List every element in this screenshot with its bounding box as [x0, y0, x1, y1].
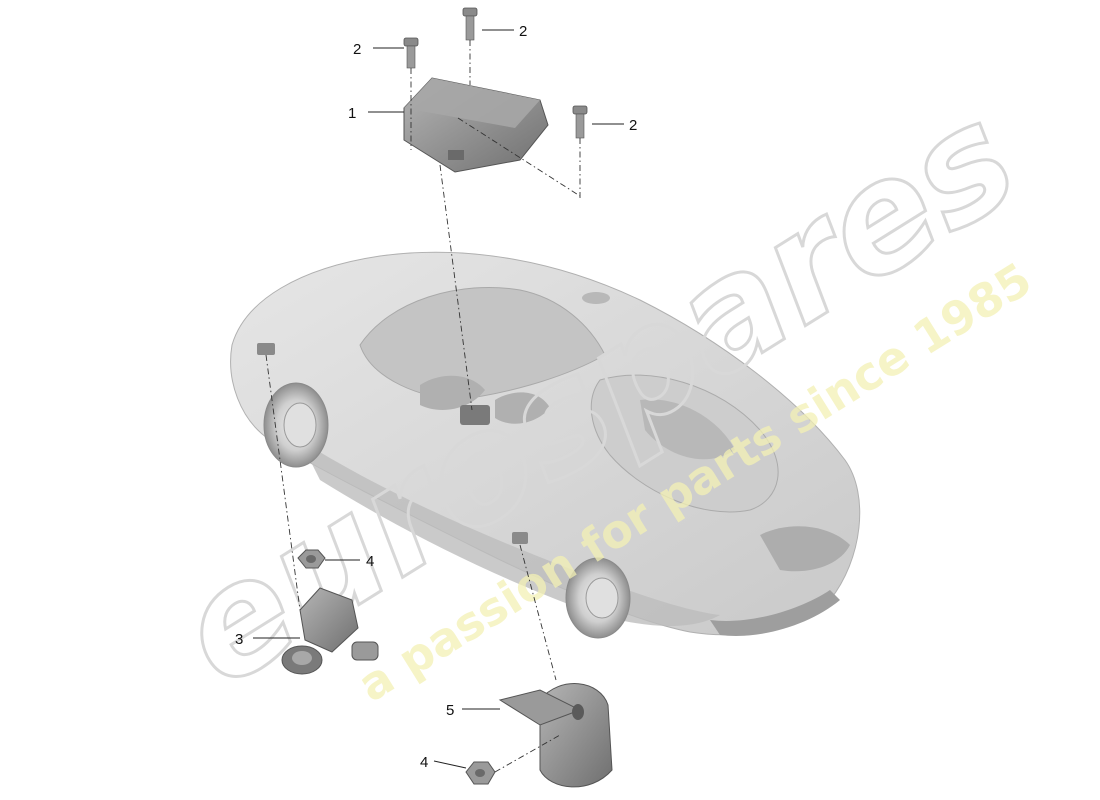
rear-sensor	[498, 683, 613, 788]
callout-2c: 2	[629, 117, 637, 134]
callout-4b: 4	[420, 754, 428, 771]
callout-2b: 2	[519, 23, 527, 40]
bolt-2a	[403, 37, 419, 69]
car-illustration	[230, 251, 861, 639]
nut-4a	[297, 549, 326, 569]
assembly-lines	[265, 40, 581, 773]
airbag-control-unit	[403, 77, 549, 173]
callout-5: 5	[446, 702, 454, 719]
callout-leaders	[253, 29, 624, 769]
callout-3: 3	[235, 631, 243, 648]
callout-1: 1	[348, 105, 356, 122]
bolt-2b	[462, 7, 478, 41]
bolt-2c	[572, 105, 588, 139]
callout-numbers: 1 2 2 2 3 4 4 5	[235, 23, 637, 771]
callout-2a: 2	[353, 41, 361, 58]
callout-4a: 4	[366, 553, 374, 570]
nut-4b	[465, 761, 496, 785]
front-sensor	[281, 587, 379, 675]
